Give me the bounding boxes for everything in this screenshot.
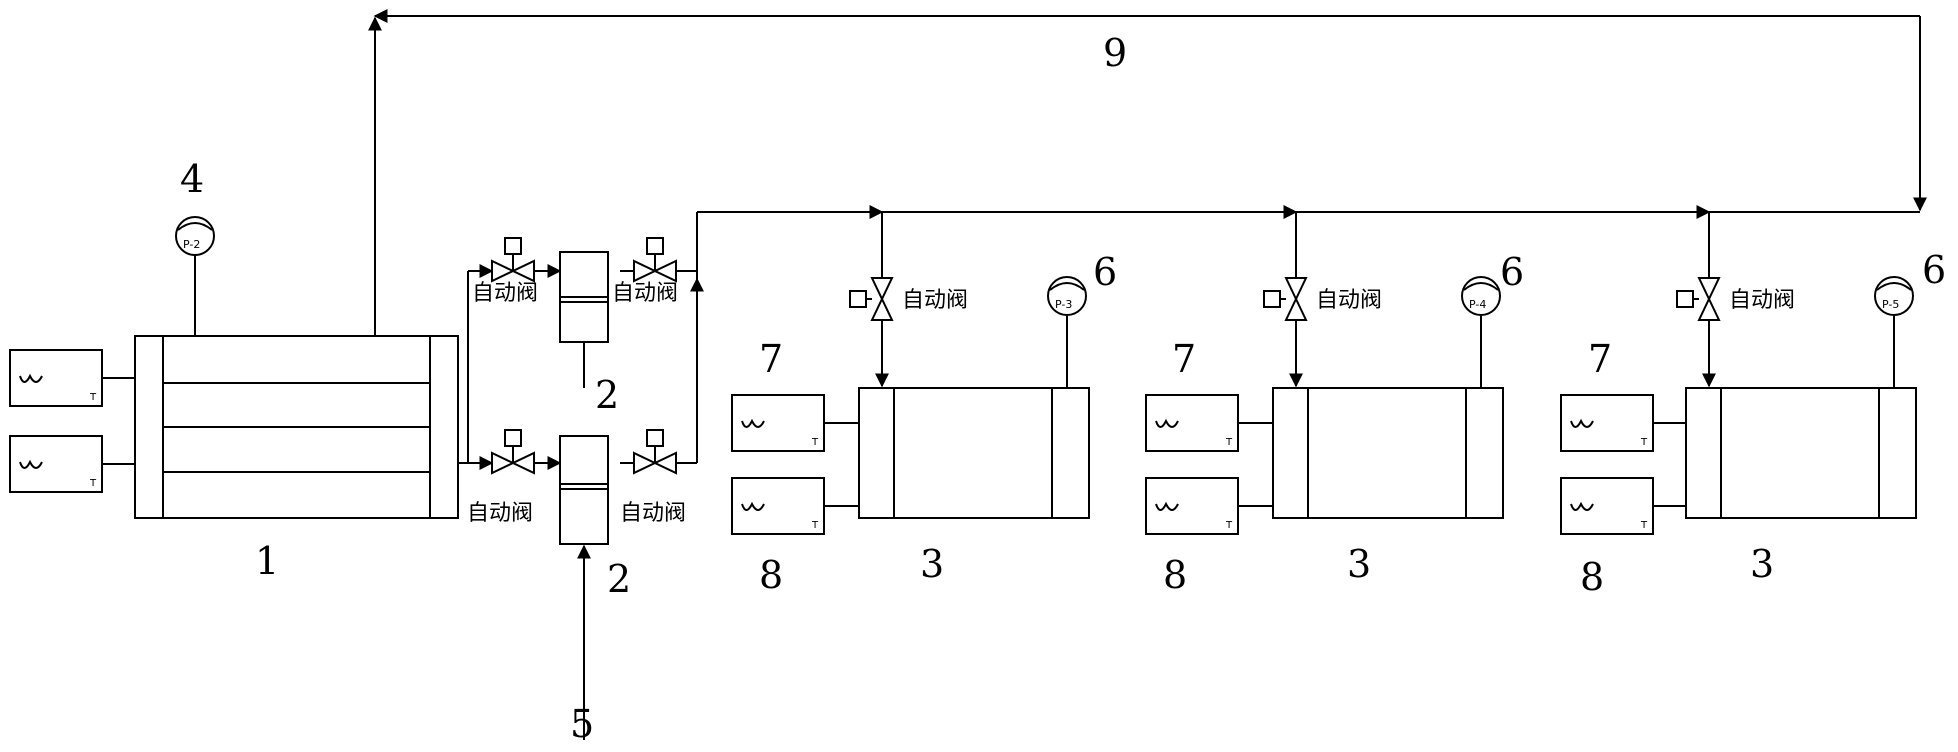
svg-text:T: T	[1225, 437, 1233, 448]
svg-text:自动阀: 自动阀	[902, 288, 968, 313]
label-gauge-a: 6	[1093, 250, 1117, 294]
cylinder-bottom: 2	[559, 435, 631, 601]
heater-coil-icon	[1570, 418, 1594, 428]
label-heater-bottom-c: 8	[1580, 555, 1604, 599]
svg-text:自动阀: 自动阀	[620, 501, 686, 526]
main-tank: 1	[134, 335, 459, 583]
svg-text:自动阀: 自动阀	[612, 281, 678, 306]
label-inlet: 5	[570, 702, 594, 746]
inlet-line: 5	[570, 544, 594, 746]
auto-valve-4: 自动阀	[620, 429, 686, 526]
svg-text:T: T	[1640, 520, 1648, 531]
main-heater-top: T	[9, 349, 135, 407]
transfer-manifold	[458, 212, 704, 470]
label-gauge-b: 6	[1500, 250, 1524, 294]
svg-text:T: T	[811, 437, 819, 448]
label-heater-top-b: 7	[1172, 337, 1196, 381]
svg-text:T: T	[1225, 520, 1233, 531]
svg-text:P-5: P-5	[1882, 298, 1899, 311]
label-return-line: 9	[1103, 31, 1127, 75]
label-heater-bottom-b: 8	[1163, 553, 1187, 597]
svg-text:自动阀: 自动阀	[1729, 288, 1795, 313]
heater-coil-icon	[19, 373, 43, 383]
heater-coil-icon	[741, 418, 765, 428]
cylinder-top: 2	[559, 251, 619, 417]
svg-text:T: T	[89, 478, 97, 489]
label-tank-a: 3	[920, 542, 944, 586]
label-gauge-c: 6	[1922, 248, 1946, 292]
label-cylinder-top: 2	[595, 373, 619, 417]
heater-coil-icon	[1570, 501, 1594, 511]
tank-unit-c: 自动阀 3 P-5 6 T 7 T 8	[1560, 212, 1946, 599]
svg-text:T: T	[1640, 437, 1648, 448]
label-tank-c: 3	[1750, 542, 1774, 586]
heater-coil-icon	[1155, 418, 1179, 428]
auto-valve-1: 自动阀	[472, 237, 538, 306]
svg-text:自动阀: 自动阀	[467, 501, 533, 526]
main-pressure-gauge: P-2 4	[175, 157, 215, 336]
label-heater-top-a: 7	[759, 337, 783, 381]
label-cylinder-bottom: 2	[607, 557, 631, 601]
heater-coil-icon	[1155, 501, 1179, 511]
label-main-gauge: 4	[180, 157, 204, 201]
main-heater-bottom: T	[9, 435, 135, 493]
label-heater-top-c: 7	[1588, 337, 1612, 381]
auto-valve-2: 自动阀	[612, 237, 678, 306]
heater-coil-icon	[19, 459, 43, 469]
auto-valve-3: 自动阀	[467, 429, 535, 526]
tank-unit-a: 自动阀 3 P-3 6 T 7 T 8	[731, 212, 1117, 597]
svg-text:自动阀: 自动阀	[1316, 288, 1382, 313]
return-line: 9	[368, 9, 1927, 336]
svg-text:P-3: P-3	[1055, 298, 1072, 311]
svg-text:T: T	[89, 392, 97, 403]
gauge-main-text: P-2	[183, 238, 200, 251]
svg-text:P-4: P-4	[1469, 298, 1486, 311]
label-tank-b: 3	[1347, 542, 1371, 586]
tank-unit-b: 自动阀 3 P-4 6 T 7 T 8	[1145, 212, 1524, 597]
label-main-tank: 1	[255, 539, 279, 583]
svg-text:T: T	[811, 520, 819, 531]
label-heater-bottom-a: 8	[759, 553, 783, 597]
svg-text:自动阀: 自动阀	[472, 281, 538, 306]
heater-coil-icon	[741, 501, 765, 511]
